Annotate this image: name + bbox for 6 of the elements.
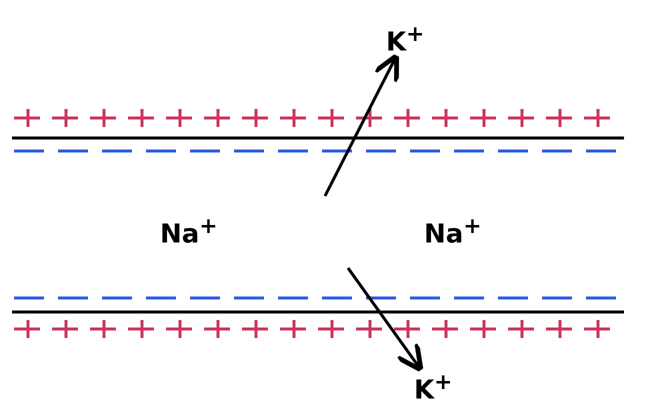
ion-label: K$^{+}$ — [414, 368, 452, 406]
ion-label: K$^{+}$ — [386, 20, 424, 58]
arrow — [346, 267, 424, 372]
ion-label: Na$^{+}$ — [424, 213, 482, 250]
arrow — [324, 53, 400, 197]
ion-label: Na$^{+}$ — [160, 213, 218, 250]
